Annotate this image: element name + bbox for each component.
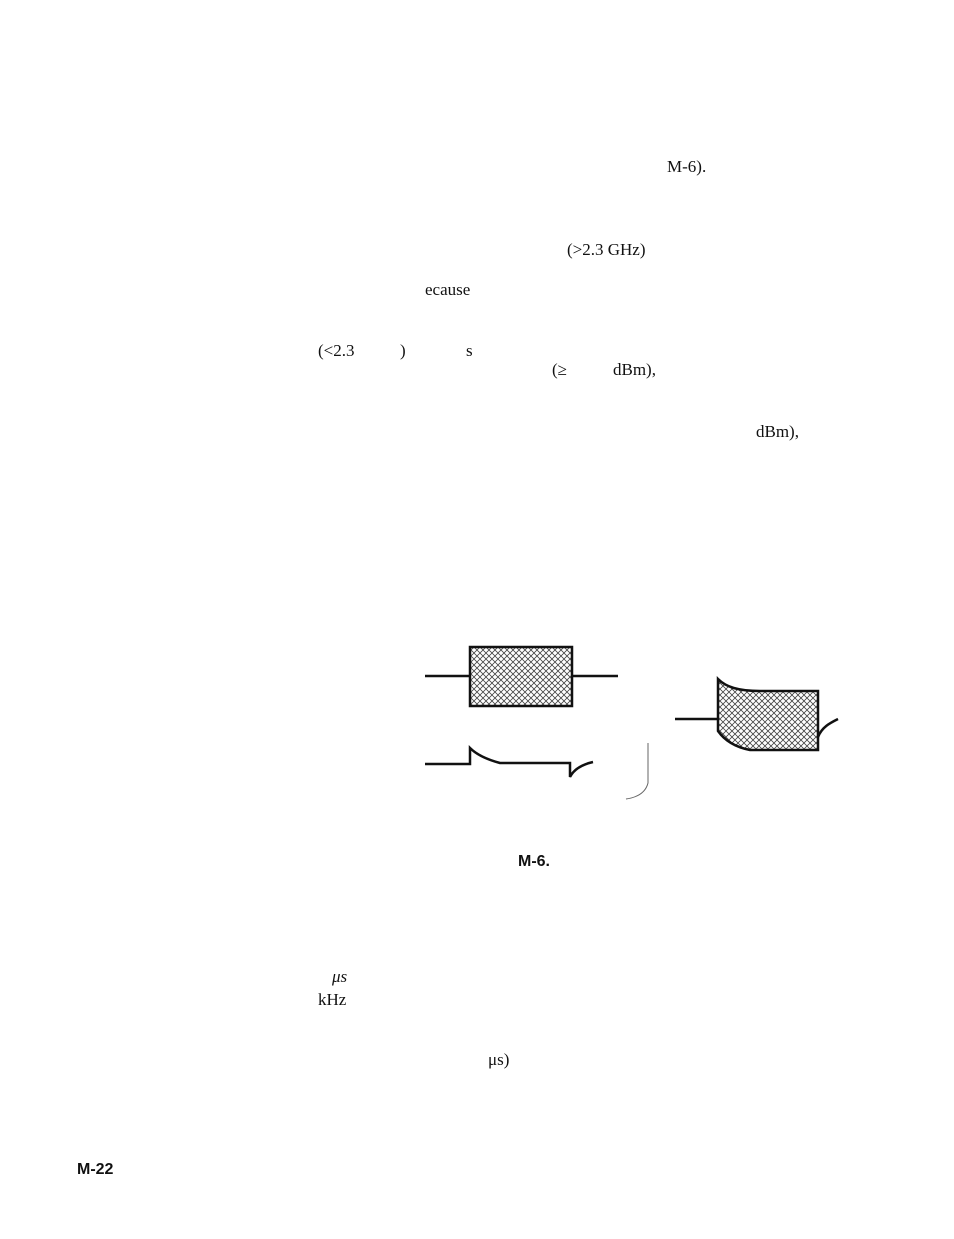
page-number: M-22 [77, 1161, 114, 1178]
pulse-envelope-distorted [675, 675, 839, 752]
figure-caption: M-6. [518, 853, 550, 870]
text-fragment-microseconds: μs [332, 967, 348, 986]
text-fragment-dbm-1: dBm), [613, 360, 656, 379]
figure-graphic [425, 645, 839, 800]
text-fragment-because: ecause [425, 280, 471, 299]
text-fragment-paren-close: ) [400, 341, 406, 360]
pulse-envelope-rectangular [425, 645, 618, 708]
text-fragment-frequency-high: (>2.3 GHz) [567, 240, 646, 259]
text-fragment-microseconds-paren: μs) [488, 1050, 510, 1069]
text-fragment-greater-equal: (≥ [552, 360, 567, 379]
detected-waveform [425, 743, 649, 800]
figure-m6 [420, 635, 845, 810]
text-fragment-frequency-low: (<2.3 [318, 341, 355, 360]
text-fragment-s: s [466, 341, 473, 360]
text-fragment-figure-ref: M-6). [667, 157, 707, 176]
text-fragment-dbm-2: dBm), [756, 422, 799, 441]
text-fragment-khz: kHz [318, 990, 347, 1009]
